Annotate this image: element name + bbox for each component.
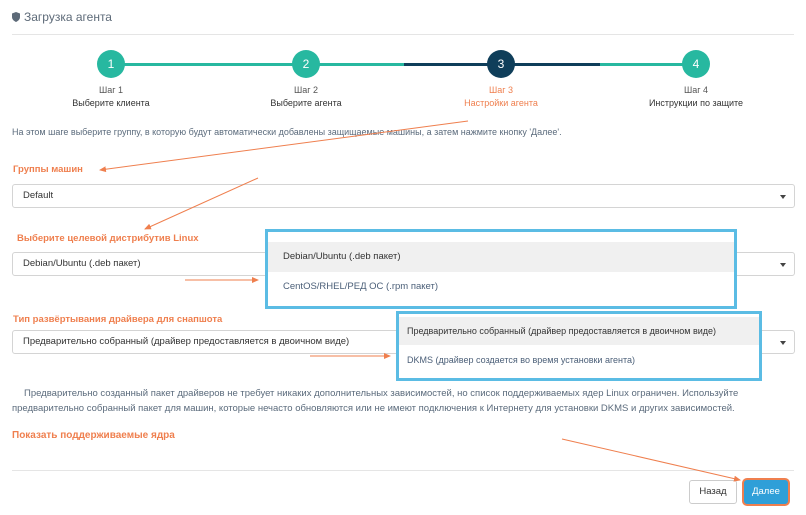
header-divider <box>12 34 794 35</box>
driver-type-label: Тип развёртывания драйвера для снапшота <box>13 314 223 325</box>
step-3[interactable]: 3 Шаг 3 Настройки агента <box>436 46 566 108</box>
step-4-name: Инструкции по защите <box>648 98 744 108</box>
window-header: Загрузка агента <box>12 10 112 24</box>
intro-text: На этом шаге выберите группу, в которую … <box>12 127 562 137</box>
show-kernels-link[interactable]: Показать поддерживаемые ядра <box>12 430 175 441</box>
driver-info-text: Предварительно созданный пакет драйверов… <box>12 388 739 414</box>
step-2-name: Выберите агента <box>270 98 342 108</box>
window-title: Загрузка агента <box>24 10 112 24</box>
distribution-dropdown: Debian/Ubuntu (.deb пакет) CentOS/RHEL/Р… <box>265 229 737 309</box>
step-1-circle: 1 <box>97 50 125 78</box>
step-4-number-label: Шаг 4 <box>683 85 709 95</box>
step-3-number-label: Шаг 3 <box>488 85 514 95</box>
distribution-option-rpm[interactable]: CentOS/RHEL/РЕД ОС (.rpm пакет) <box>283 281 439 292</box>
distribution-option-deb[interactable]: Debian/Ubuntu (.deb пакет) <box>268 242 734 272</box>
step-1-name: Выберите клиента <box>72 98 150 108</box>
step-2-number-label: Шаг 2 <box>293 85 319 95</box>
step-3-circle: 3 <box>487 50 515 78</box>
chevron-down-icon <box>780 341 786 345</box>
chevron-down-icon <box>780 263 786 267</box>
step-4[interactable]: 4 Шаг 4 Инструкции по защите <box>631 46 761 108</box>
distribution-value: Debian/Ubuntu (.deb пакет) <box>23 258 141 269</box>
machine-groups-value: Default <box>23 190 54 201</box>
driver-option-dkms[interactable]: DKMS (драйвер создается во время установ… <box>407 355 636 365</box>
next-button[interactable]: Далее <box>744 480 788 504</box>
wizard-stepper: 1 Шаг 1 Выберите клиента 2 Шаг 2 Выберит… <box>0 46 806 116</box>
step-connector-3 <box>600 63 696 66</box>
machine-groups-select[interactable]: Default <box>12 184 795 208</box>
annotation-arrow <box>561 438 741 482</box>
chevron-down-icon <box>780 195 786 199</box>
distribution-label: Выберите целевой дистрибутив Linux <box>17 233 199 244</box>
driver-type-dropdown: Предварительно собранный (драйвер предос… <box>396 311 762 381</box>
machine-groups-label: Группы машин <box>13 164 83 175</box>
shield-icon <box>12 12 20 22</box>
driver-option-prebuilt[interactable]: Предварительно собранный (драйвер предос… <box>399 317 759 345</box>
step-4-circle: 4 <box>682 50 710 78</box>
step-2-circle: 2 <box>292 50 320 78</box>
step-2[interactable]: 2 Шаг 2 Выберите агента <box>241 46 371 108</box>
step-1[interactable]: 1 Шаг 1 Выберите клиента <box>46 46 176 108</box>
step-3-name: Настройки агента <box>464 98 538 108</box>
step-connector-2a <box>306 63 404 66</box>
back-button[interactable]: Назад <box>689 480 737 504</box>
step-connector-1 <box>111 63 306 66</box>
footer-divider <box>12 470 794 471</box>
step-1-number-label: Шаг 1 <box>98 85 124 95</box>
driver-type-value: Предварительно собранный (драйвер предос… <box>23 336 350 347</box>
